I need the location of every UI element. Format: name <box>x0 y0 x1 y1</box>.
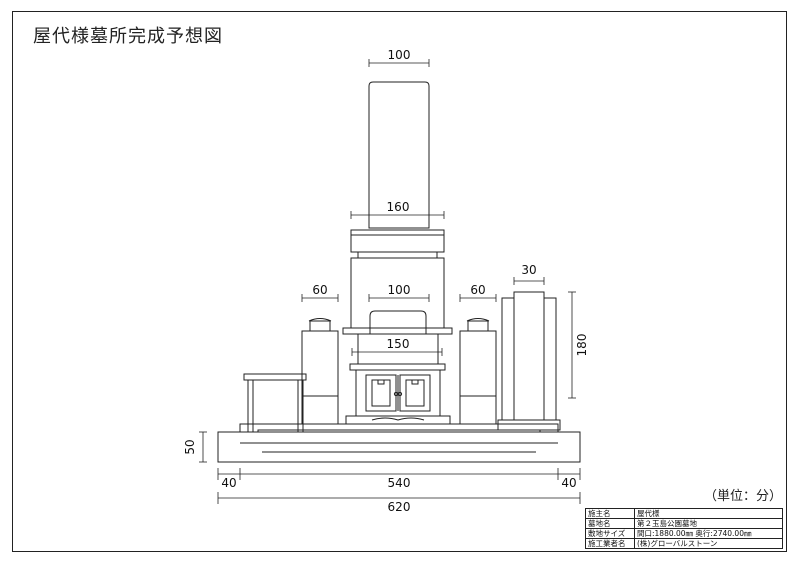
incense-table <box>243 373 307 433</box>
title-block-value: (株)グローバルストーン <box>634 538 783 549</box>
left-flower-vase <box>301 318 339 425</box>
dim-total-width: 620 <box>388 500 411 514</box>
title-block-value: 間口:1880.00㎜ 奥行:2740.00㎜ <box>634 528 783 539</box>
dim-right-margin: 40 <box>561 476 576 490</box>
dim-top-width: 100 <box>388 48 411 62</box>
title-block-table: 施主名 屋代様 墓地名 第２玉島公園墓地 敷地サイズ 間口:1880.00㎜ 奥… <box>585 508 783 549</box>
dim-stand-height: 180 <box>575 334 589 357</box>
title-block-row: 施主名 屋代様 <box>585 508 783 519</box>
offering-box <box>345 310 451 425</box>
drawing-title: 屋代様墓所完成予想図 <box>33 26 223 47</box>
dimension-lines <box>199 59 581 504</box>
dim-stand-width: 30 <box>521 263 536 277</box>
dim-flower-right: 60 <box>470 283 485 297</box>
title-block-value: 第２玉島公園墓地 <box>634 518 783 529</box>
title-block-row: 墓地名 第２玉島公園墓地 <box>585 518 783 529</box>
title-block-value: 屋代様 <box>634 508 783 519</box>
title-block-row: 施工業者名 (株)グローバルストーン <box>585 538 783 549</box>
dim-inner-width: 540 <box>388 476 411 490</box>
title-block-label: 敷地サイズ <box>585 528 635 539</box>
foundation <box>217 423 581 463</box>
drawing-frame <box>12 11 787 552</box>
dim-flower-left: 60 <box>312 283 327 297</box>
title-block-label: 施主名 <box>585 508 635 519</box>
epitaph-stand <box>497 291 561 431</box>
dimension-labels: 100 160 60 100 60 30 150 180 50 40 540 4… <box>183 48 589 514</box>
title-block-row: 敷地サイズ 間口:1880.00㎜ 奥行:2740.00㎜ <box>585 528 783 539</box>
main-tombstone <box>342 81 453 335</box>
title-block-label: 墓地名 <box>585 518 635 529</box>
dim-center-upper: 100 <box>388 283 411 297</box>
dim-cap-width: 160 <box>387 200 410 214</box>
dim-base-height: 50 <box>183 439 197 454</box>
right-flower-vase <box>459 318 497 425</box>
title-block-label: 施工業者名 <box>585 538 635 549</box>
dim-left-margin: 40 <box>221 476 236 490</box>
dim-table-width: 150 <box>387 337 410 351</box>
unit-label: （単位：分） <box>704 489 783 504</box>
